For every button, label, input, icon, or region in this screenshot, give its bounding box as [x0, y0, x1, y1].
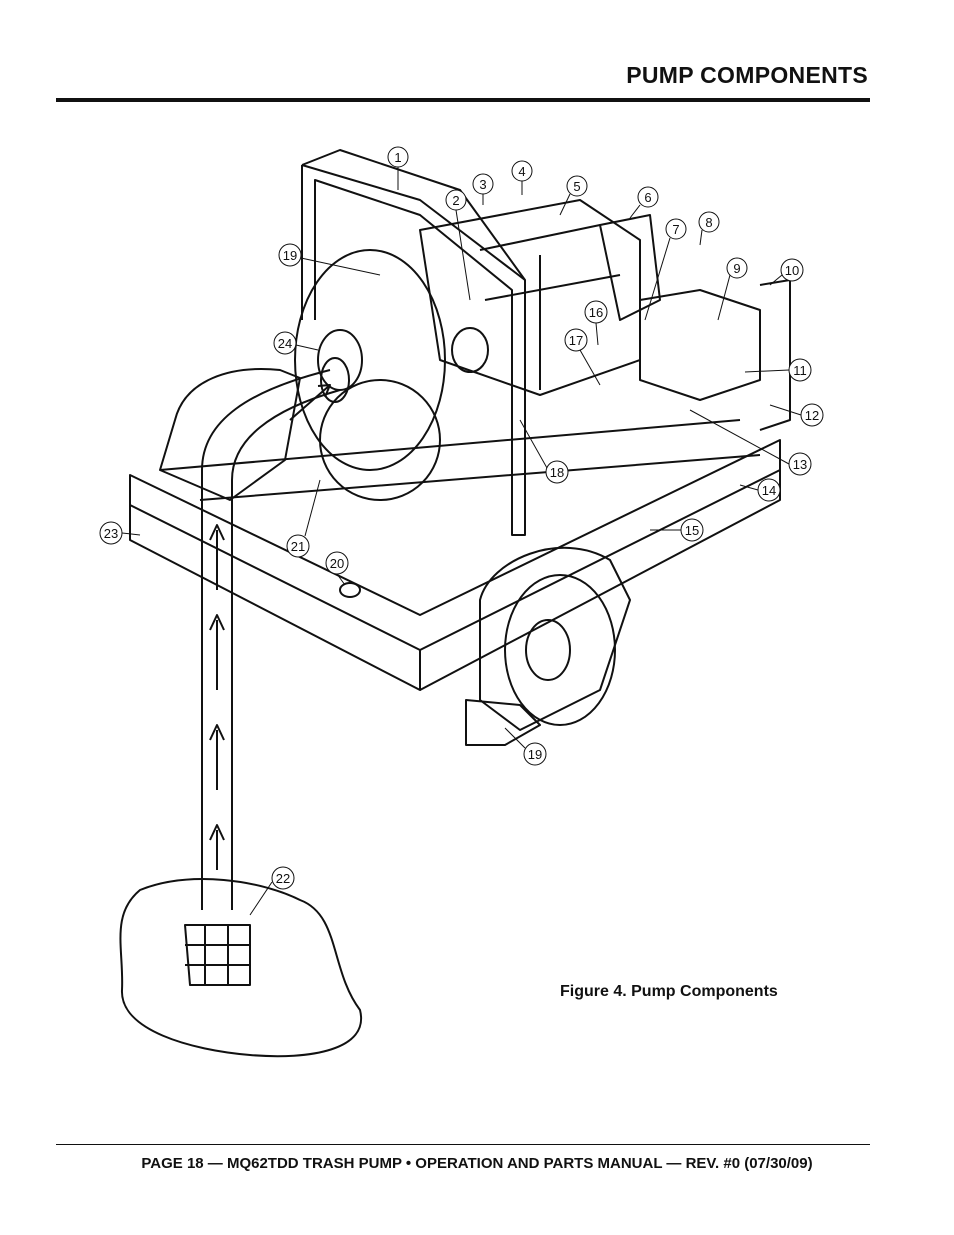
callout-22: 22 [271, 866, 295, 890]
suction-hose [201, 369, 341, 910]
callout-11: 11 [788, 358, 812, 382]
callout-5: 5 [566, 175, 588, 197]
drain-plug [339, 582, 361, 598]
callout-14: 14 [757, 478, 781, 502]
callout-10: 10 [780, 258, 804, 282]
header-rule [56, 98, 870, 102]
callout-24: 24 [273, 331, 297, 355]
svg-text:21: 21 [291, 539, 305, 554]
svg-text:22: 22 [276, 871, 290, 886]
svg-text:18: 18 [550, 465, 564, 480]
callout-17: 17 [564, 328, 588, 352]
figure-caption: Figure 4. Pump Components [560, 983, 778, 1000]
callout-13: 13 [788, 452, 812, 476]
svg-text:8: 8 [705, 215, 712, 230]
svg-text:13: 13 [793, 457, 807, 472]
callout-9: 9 [726, 257, 748, 279]
svg-text:19: 19 [283, 248, 297, 263]
water-puddle [119, 878, 363, 1058]
callouts: 1 2 3 4 5 6 7 8 9 10 11 12 13 14 15 16 1… [99, 146, 824, 890]
svg-text:10: 10 [785, 263, 799, 278]
callout-20: 20 [325, 551, 349, 575]
fuel-tank [159, 368, 301, 501]
svg-text:1: 1 [394, 150, 401, 165]
lifting-frame [301, 164, 526, 536]
svg-text:20: 20 [330, 556, 344, 571]
svg-text:7: 7 [672, 222, 679, 237]
callout-12: 12 [800, 403, 824, 427]
svg-text:3: 3 [479, 177, 486, 192]
svg-text:16: 16 [589, 305, 603, 320]
wheel [504, 574, 616, 726]
trailer-frame [129, 439, 781, 651]
callout-21: 21 [286, 534, 310, 558]
callout-3: 3 [472, 173, 494, 195]
callout-19-top: 19 [278, 243, 302, 267]
flow-arrow [209, 524, 225, 590]
svg-text:24: 24 [278, 336, 292, 351]
battery [639, 289, 761, 401]
footer-rule [56, 1144, 870, 1145]
callout-8: 8 [698, 211, 720, 233]
callout-23: 23 [99, 521, 123, 545]
svg-text:9: 9 [733, 261, 740, 276]
svg-text:5: 5 [573, 179, 580, 194]
page-footer: PAGE 18 — MQ62TDD TRASH PUMP • OPERATION… [141, 1155, 813, 1172]
svg-text:12: 12 [805, 408, 819, 423]
suction-strainer [184, 924, 251, 986]
callout-16: 16 [584, 300, 608, 324]
leader-lines [121, 167, 802, 916]
svg-text:19: 19 [528, 747, 542, 762]
callout-1: 1 [387, 146, 409, 168]
callout-19-bottom: 19 [523, 742, 547, 766]
svg-text:23: 23 [104, 526, 118, 541]
callout-15: 15 [680, 518, 704, 542]
callout-6: 6 [637, 186, 659, 208]
svg-text:2: 2 [452, 193, 459, 208]
callout-18: 18 [545, 460, 569, 484]
callout-4: 4 [511, 160, 533, 182]
svg-text:11: 11 [793, 363, 807, 378]
control-box [599, 214, 661, 321]
svg-text:15: 15 [685, 523, 699, 538]
svg-text:6: 6 [644, 190, 651, 205]
pump-volute [294, 249, 446, 471]
wheel-chock [465, 699, 541, 746]
svg-text:14: 14 [762, 483, 776, 498]
svg-text:4: 4 [518, 164, 525, 179]
svg-text:17: 17 [569, 333, 583, 348]
callout-2: 2 [445, 189, 467, 211]
engine [419, 199, 641, 396]
callout-7: 7 [665, 218, 687, 240]
page-title: PUMP COMPONENTS [626, 62, 868, 88]
